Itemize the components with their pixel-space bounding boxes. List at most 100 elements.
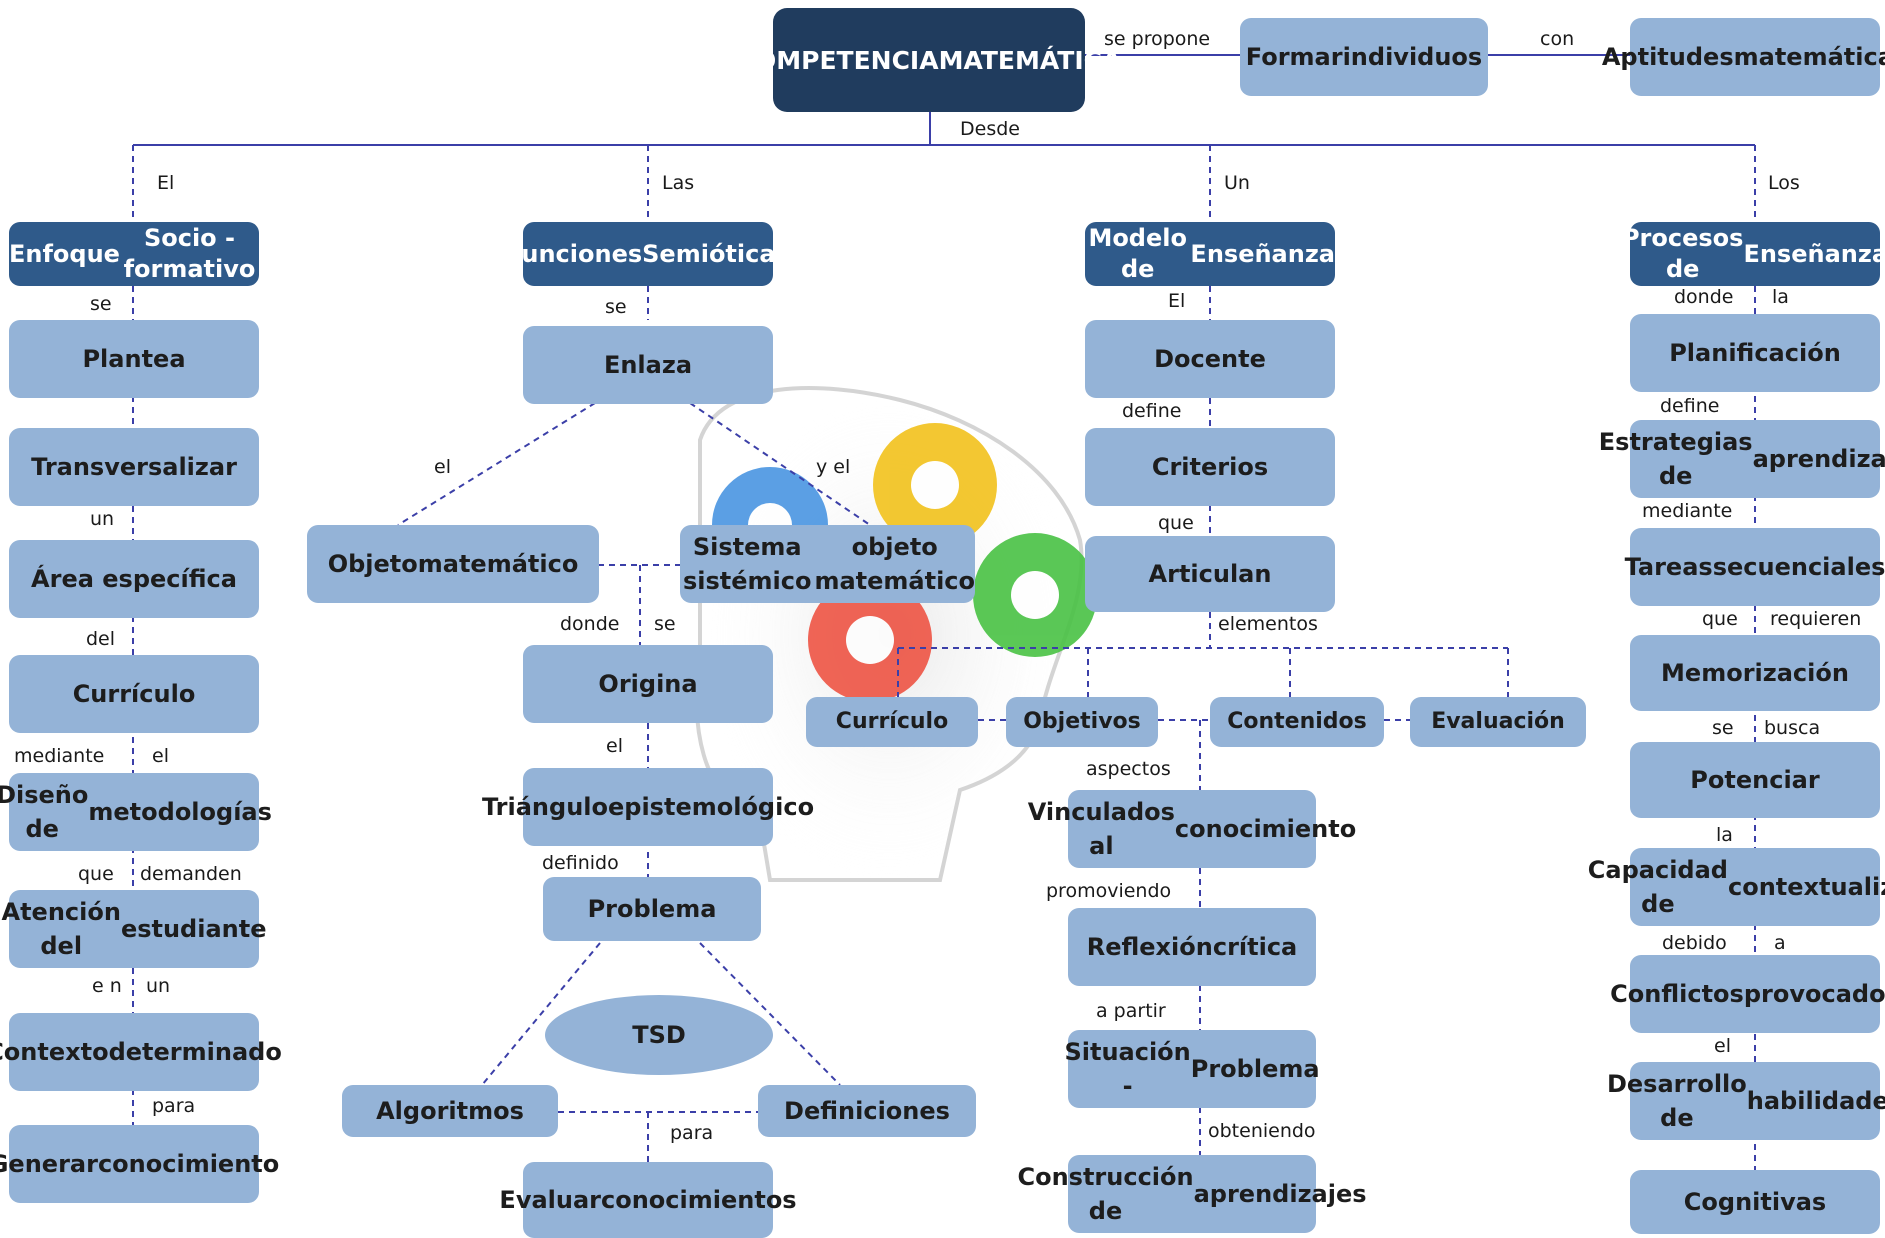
node-text: Enseñanza [1743, 239, 1885, 268]
node-contenidos: Contenidos [1210, 697, 1384, 747]
node-text: Contenidos [1227, 709, 1367, 734]
rel-los: Los [1768, 172, 1800, 194]
node-curriculo-element: Currículo [806, 697, 978, 747]
rel-que: que [76, 863, 116, 885]
node-text: Origina [598, 670, 698, 698]
node-text: Enfoque [9, 239, 120, 268]
rel-a: a [1772, 932, 1788, 954]
node-text: Currículo [835, 709, 949, 734]
node-potenciar: Potenciar [1630, 742, 1880, 818]
node-text: Formar [1245, 43, 1343, 71]
node-text: Socio - formativo [123, 224, 256, 283]
node-reflexion-critica: Reflexión crítica [1068, 908, 1316, 986]
node-text: Reflexión [1086, 933, 1213, 961]
node-text: Estrategias de [1598, 428, 1753, 490]
node-text: Tareas [1624, 553, 1713, 581]
node-text: Problema [1190, 1055, 1320, 1083]
node-contexto-determinado: Contexto determinado [0, 1013, 282, 1091]
node-tareas-secuenciales: Tareas secuenciales [1625, 528, 1885, 606]
node-text: Definiciones [784, 1097, 950, 1125]
node-text: matemático [417, 550, 579, 578]
node-origina: Origina [523, 645, 773, 723]
node-text: epistemológico [608, 793, 815, 821]
node-docente: Docente [1085, 320, 1335, 398]
node-text: secuenciales [1712, 553, 1885, 581]
node-cognitivas: Cognitivas [1630, 1170, 1880, 1234]
rel-requieren: requieren [1768, 608, 1864, 630]
rel-a-partir: a partir [1094, 1000, 1168, 1022]
node-text: Currículo [72, 680, 196, 708]
rel-el: el [432, 456, 453, 478]
node-construccion-aprendizajes: Construcción de aprendizajes [1017, 1155, 1367, 1233]
node-text: objeto matemático [814, 533, 976, 595]
node-text: Desarrollo de [1606, 1070, 1747, 1132]
node-algoritmos: Algoritmos [342, 1085, 558, 1137]
rel-la: la [1714, 824, 1735, 846]
node-text: Enseñanza [1190, 239, 1335, 268]
node-text: Construcción de [1017, 1163, 1194, 1225]
rel-se: se [652, 613, 678, 635]
node-competencia-matematica: COMPETENCIA MATEMÁTICA [737, 8, 1121, 112]
node-text: conocimientos [601, 1186, 797, 1214]
gear-yellow-icon [873, 423, 997, 547]
node-plantea: Plantea [9, 320, 259, 398]
node-text: Vinculados al [1027, 798, 1175, 860]
node-vinculados-conocimiento: Vinculados al conocimiento [1028, 790, 1356, 868]
node-text: Aptitudes [1601, 43, 1734, 71]
header-modelo: Modelo de Enseñanza [1085, 222, 1335, 286]
rel-se: se [1710, 717, 1736, 739]
node-text: conocimiento [1174, 815, 1357, 843]
rel-que: que [1156, 512, 1196, 534]
rel-el: el [604, 735, 625, 757]
rel-un: un [88, 508, 117, 530]
node-text: Generar [0, 1150, 98, 1178]
node-objetivos: Objetivos [1006, 697, 1158, 747]
node-text: TSD [632, 1021, 686, 1049]
node-text: Cognitivas [1683, 1188, 1827, 1216]
node-text: Atención del [1, 898, 121, 960]
node-enlaza: Enlaza [523, 326, 773, 404]
node-capacidad-contextualizar: Capacidad de contextualizar [1588, 848, 1885, 926]
node-text: Transversalizar [31, 453, 237, 481]
gear-red-icon [808, 578, 932, 702]
node-text: Memorización [1661, 659, 1849, 687]
rel-elementos: elementos [1216, 613, 1320, 635]
rel-y-el: y el [816, 456, 851, 478]
node-text: estudiante [120, 915, 267, 943]
node-text: Articulan [1148, 560, 1272, 588]
node-text: aprendizaje [1752, 445, 1885, 473]
node-text: aprendizajes [1193, 1180, 1367, 1208]
node-planificacion: Planificación [1630, 314, 1880, 392]
rel-del: del [84, 628, 118, 650]
node-diseno-metodologias: Diseño de metodologías [0, 773, 272, 851]
node-atencion-estudiante: Atención del estudiante [2, 890, 267, 968]
node-evaluacion: Evaluación [1410, 697, 1586, 747]
rel-mediante: mediante [12, 745, 107, 767]
node-text: crítica [1212, 933, 1298, 961]
node-text: Triángulo [481, 793, 608, 821]
node-text: Sistema sistémico [682, 533, 812, 595]
header-enfoque: Enfoque Socio - formativo [9, 222, 259, 286]
node-desarrollo-habilidades: Desarrollo de habilidades [1607, 1062, 1885, 1140]
node-text: Plantea [82, 345, 186, 373]
node-tsd: TSD [545, 995, 773, 1075]
node-text: Semióticas [642, 239, 790, 268]
node-estrategias-aprendizaje: Estrategias de aprendizaje [1599, 420, 1885, 498]
node-text: individuos [1342, 43, 1483, 71]
rel-busca: busca [1762, 717, 1823, 739]
rel-el: el [1712, 1035, 1733, 1057]
rel-define: define [1658, 395, 1722, 417]
node-conflictos-provocados: Conflictos provocados [1610, 955, 1885, 1033]
node-text: Objetivos [1023, 709, 1141, 734]
rel-mediante: mediante [1640, 500, 1735, 522]
rel-donde: donde [558, 613, 622, 635]
node-aptitudes-matematicas: Aptitudes matemáticas [1602, 18, 1885, 96]
node-text: Situación - [1064, 1038, 1191, 1100]
rel-definido: definido [540, 852, 621, 874]
node-text: Objeto [327, 550, 418, 578]
node-criterios: Criterios [1085, 428, 1335, 506]
rel-donde: donde [1672, 286, 1736, 308]
node-text: contextualizar [1727, 873, 1885, 901]
node-text: Criterios [1151, 453, 1269, 481]
